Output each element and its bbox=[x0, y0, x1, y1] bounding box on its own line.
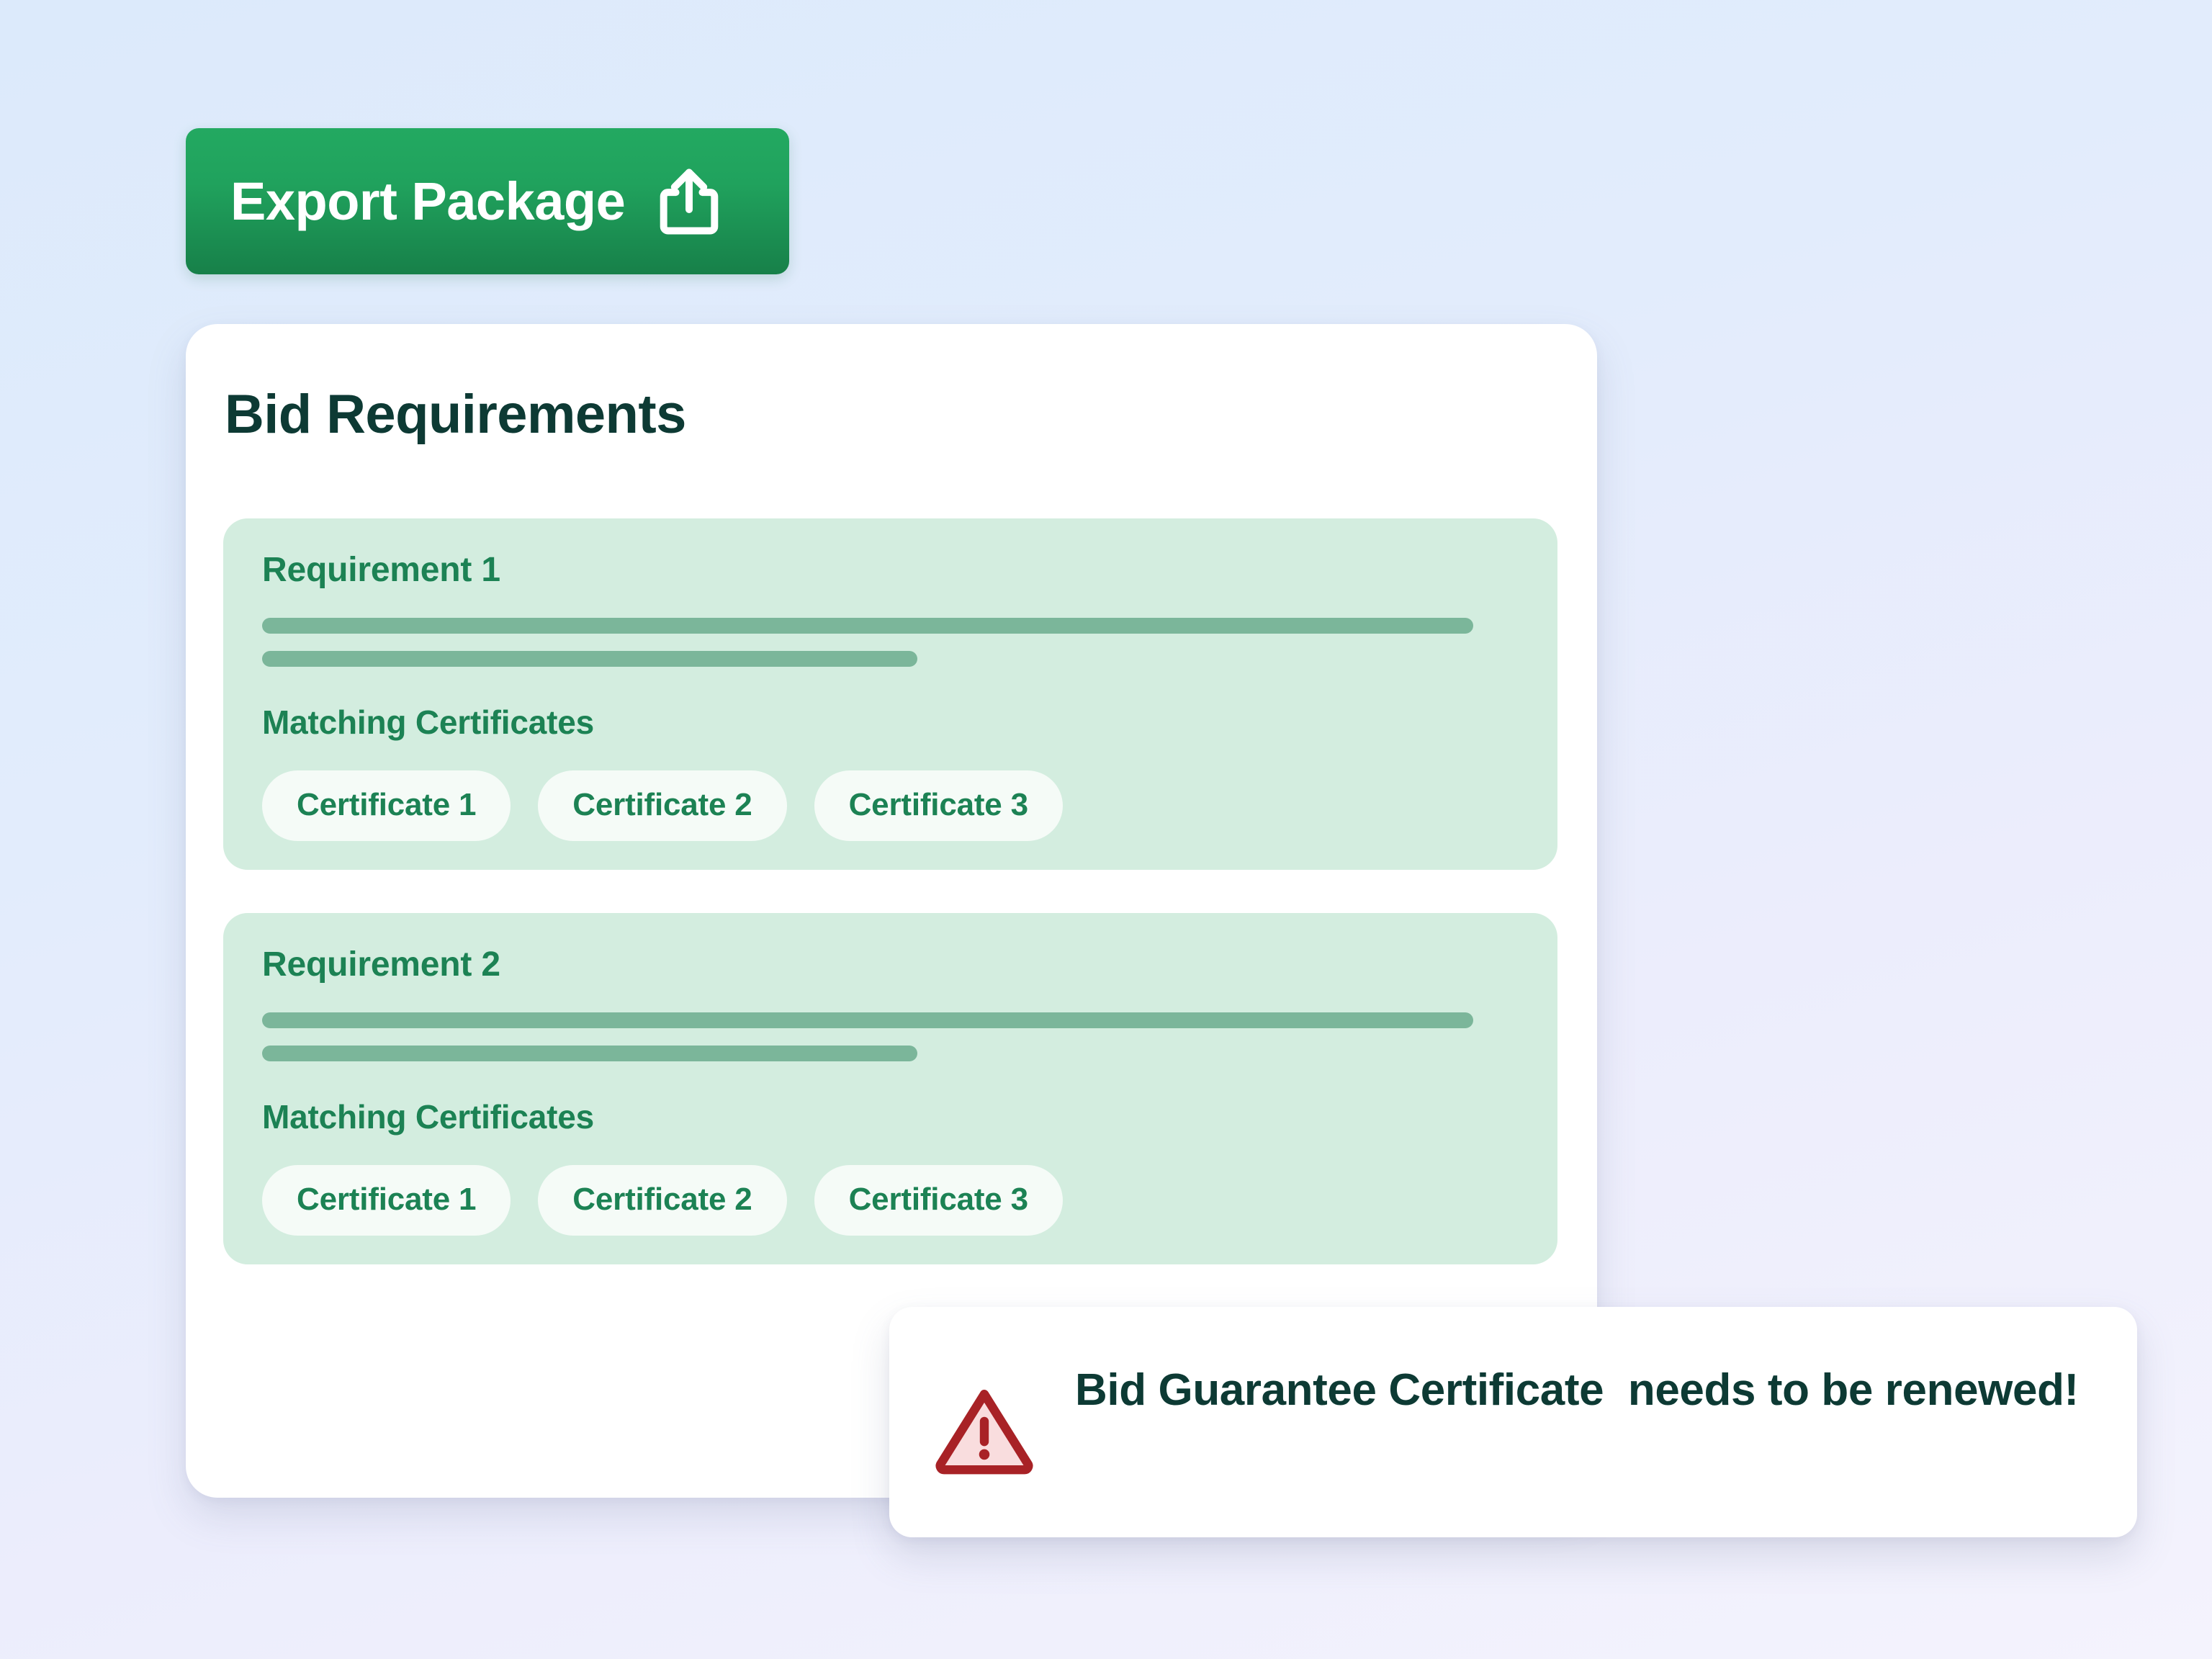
certificate-chip-row: Certificate 1 Certificate 2 Certificate … bbox=[262, 1165, 1519, 1236]
matching-certificates-label: Matching Certificates bbox=[262, 1098, 595, 1136]
certificate-chip-row: Certificate 1 Certificate 2 Certificate … bbox=[262, 770, 1519, 841]
certificate-chip[interactable]: Certificate 2 bbox=[538, 1165, 787, 1236]
skeleton-line bbox=[262, 651, 917, 667]
skeleton-line bbox=[262, 1046, 917, 1061]
requirement-title: Requirement 1 bbox=[262, 551, 500, 589]
toast-message: Bid Guarantee Certificate needs to be re… bbox=[1075, 1365, 2079, 1415]
skeleton-line bbox=[262, 1012, 1473, 1028]
requirement-description-skeleton bbox=[262, 1012, 1519, 1061]
requirement-description-skeleton bbox=[262, 618, 1519, 667]
warning-toast: Bid Guarantee Certificate needs to be re… bbox=[889, 1307, 2137, 1537]
bid-requirements-card: Bid Requirements Requirement 1 Matching … bbox=[186, 324, 1597, 1498]
requirements-list: Requirement 1 Matching Certificates Cert… bbox=[223, 518, 1557, 1308]
share-upload-icon bbox=[660, 168, 719, 234]
certificate-chip[interactable]: Certificate 2 bbox=[538, 770, 787, 841]
skeleton-line bbox=[262, 618, 1473, 634]
requirement-block: Requirement 1 Matching Certificates Cert… bbox=[223, 518, 1557, 870]
page-title: Bid Requirements bbox=[225, 384, 686, 445]
certificate-chip[interactable]: Certificate 1 bbox=[262, 770, 511, 841]
warning-triangle-icon bbox=[935, 1390, 1033, 1475]
matching-certificates-label: Matching Certificates bbox=[262, 703, 595, 741]
certificate-chip[interactable]: Certificate 3 bbox=[814, 770, 1063, 841]
requirement-block: Requirement 2 Matching Certificates Cert… bbox=[223, 913, 1557, 1264]
certificate-chip[interactable]: Certificate 3 bbox=[814, 1165, 1063, 1236]
requirement-title: Requirement 2 bbox=[262, 945, 500, 984]
export-package-label: Export Package bbox=[230, 171, 626, 231]
certificate-chip[interactable]: Certificate 1 bbox=[262, 1165, 511, 1236]
export-package-button[interactable]: Export Package bbox=[186, 128, 789, 274]
